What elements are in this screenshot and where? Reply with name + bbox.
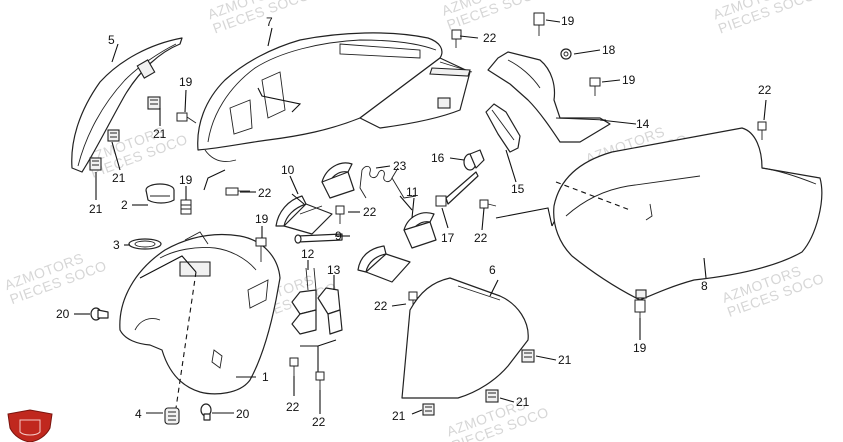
part-4-clip [164, 407, 180, 425]
callout-10: 10 [281, 163, 295, 177]
callout-17: 17 [441, 231, 455, 245]
callout-3: 3 [113, 238, 120, 252]
callout-22: 22 [258, 186, 272, 200]
screw-19-a [176, 112, 197, 124]
screw-19-d [533, 12, 545, 36]
leader-line [203, 169, 226, 191]
callout-labels: 5 7 19 21 21 21 2 19 3 20 1 4 20 19 22 1… [56, 14, 772, 429]
callout-7: 7 [266, 15, 273, 29]
part-18-nut [560, 48, 572, 60]
callout-20: 20 [236, 407, 250, 421]
part-21-clips-left [89, 96, 161, 171]
callout-21: 21 [516, 395, 530, 409]
callout-19: 19 [255, 212, 269, 226]
callout-12: 12 [301, 247, 315, 261]
part-16-bushing [463, 149, 485, 171]
part-7-upper-cowl [197, 32, 473, 162]
callout-6: 6 [489, 263, 496, 277]
shield-icon [7, 409, 53, 442]
screw-22-c [335, 205, 345, 224]
callout-16: 16 [431, 151, 445, 165]
screw-22-a [225, 187, 250, 196]
part-9-shaft [294, 233, 343, 244]
part-17-bolt [435, 171, 479, 207]
part-5-side-strip [71, 37, 183, 173]
callout-19: 19 [179, 75, 193, 89]
leader-line [495, 207, 553, 227]
callout-leaders [74, 19, 767, 415]
part-2-cap [145, 183, 175, 204]
part-1-inner-shield [119, 231, 281, 395]
screw-19-f [634, 299, 646, 320]
callout-19: 19 [622, 73, 636, 87]
screw-22-e [289, 357, 299, 376]
brand-shield-logo [7, 409, 53, 442]
callout-9: 9 [335, 229, 342, 243]
callout-18: 18 [602, 43, 616, 57]
callout-21: 21 [112, 171, 126, 185]
part-6-side-panel [401, 277, 529, 399]
callout-21: 21 [153, 127, 167, 141]
callout-19: 19 [179, 173, 193, 187]
callout-14: 14 [636, 117, 650, 131]
part-14-bracket [487, 51, 611, 143]
leader-line [257, 87, 302, 113]
part-21-clips-right [422, 349, 535, 416]
part-23-spring [359, 165, 417, 199]
leader-line [300, 339, 337, 372]
callout-22: 22 [374, 299, 388, 313]
screw-19-e [589, 77, 601, 96]
screw-22-f [315, 371, 325, 390]
part-10-bracket [275, 162, 355, 235]
callout-21: 21 [89, 202, 103, 216]
callout-8: 8 [701, 279, 708, 293]
dashed-guide [175, 271, 197, 409]
callout-20: 20 [56, 307, 70, 321]
callout-2: 2 [121, 198, 128, 212]
callout-22: 22 [312, 415, 326, 429]
callout-22: 22 [286, 400, 300, 414]
part-3-ring [128, 238, 162, 250]
callout-22: 22 [758, 83, 772, 97]
screw-19-b [180, 199, 192, 215]
leader-line [139, 255, 197, 279]
callout-21: 21 [392, 409, 406, 423]
part-11-bracket [357, 212, 437, 283]
screw-22-h [757, 121, 767, 140]
callout-4: 4 [135, 407, 142, 421]
screw-22-g [479, 199, 497, 209]
callout-13: 13 [327, 263, 341, 277]
callout-19: 19 [561, 14, 575, 28]
callout-23: 23 [393, 159, 407, 173]
part-8-rear-cover [553, 127, 823, 301]
callout-22: 22 [363, 205, 377, 219]
callout-1: 1 [262, 370, 269, 384]
screw-22-b [451, 29, 462, 48]
screw-19-c [255, 237, 267, 262]
callout-5: 5 [108, 33, 115, 47]
callout-15: 15 [511, 182, 525, 196]
callout-21: 21 [558, 353, 572, 367]
callout-22: 22 [474, 231, 488, 245]
callout-19: 19 [633, 341, 647, 355]
callout-22: 22 [483, 31, 497, 45]
part-15-arm [485, 103, 521, 153]
part-20-bolt-bottom [200, 403, 212, 421]
callout-11: 11 [406, 185, 419, 199]
part-20-bolt-top [90, 307, 109, 321]
part-12-13-hinge [291, 267, 343, 335]
